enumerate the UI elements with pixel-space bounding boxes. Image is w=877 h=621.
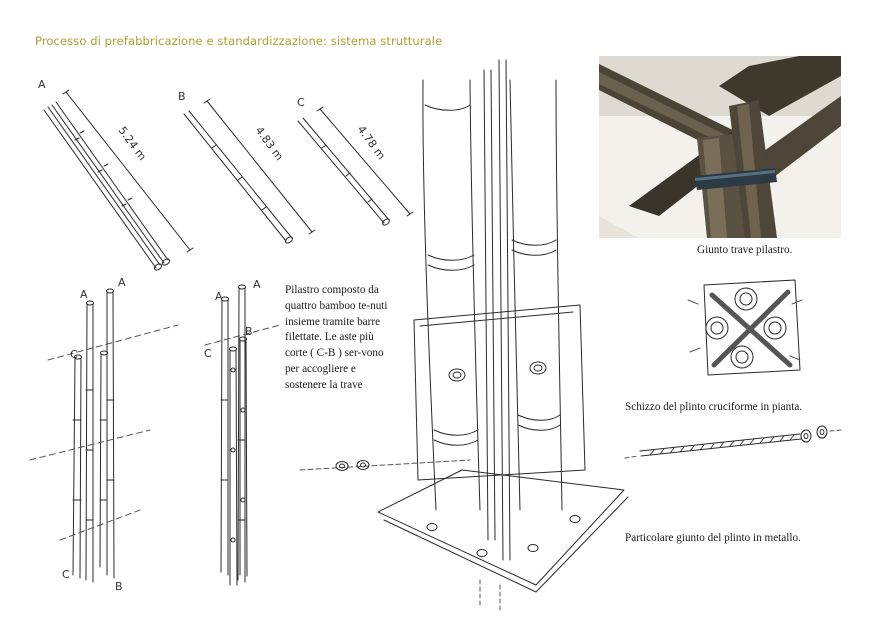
right-pole-bundle [204,284,281,586]
plan-sketch-caption: Schizzo del plinto cruciforme in pianta. [625,401,803,413]
left-bundle-label-c: C [70,348,78,361]
length-c: 4.78 m [355,123,388,162]
page-title: Processo di prefabbricazione e standardi… [35,34,443,48]
right-bundle-label-c: C [204,347,212,360]
length-a: 5.24 m [116,124,149,163]
left-bundle-label-a1: A [80,288,88,301]
bamboo-c-drawing [297,106,414,226]
column-description: Pilastro composto da quattro bamboo te-n… [285,284,388,391]
photo-caption: Giunto trave pilastro. [697,244,793,256]
bamboo-a-drawing [43,89,194,271]
length-b: 4.83 m [253,124,286,163]
label-a: A [38,78,46,91]
left-bundle-label-a2: A [118,276,126,289]
column-detail-drawing [299,59,629,611]
threaded-rod-drawing [624,425,843,459]
label-b: B [178,90,186,103]
left-bundle-label-c-bottom: C [62,568,70,581]
right-bundle-label-b: B [245,325,253,338]
bamboo-b-drawing [183,98,316,244]
left-pole-bundle [29,288,179,583]
metal-joint-caption: Particolare giunto del plinto in metallo… [625,532,801,544]
label-c: C [297,96,305,109]
plan-sketch-drawing [687,279,803,376]
joint-photo [599,56,841,238]
left-bundle-label-b-bottom: B [115,580,123,593]
right-bundle-label-a2: A [253,278,261,291]
right-bundle-label-a1: A [215,290,223,303]
